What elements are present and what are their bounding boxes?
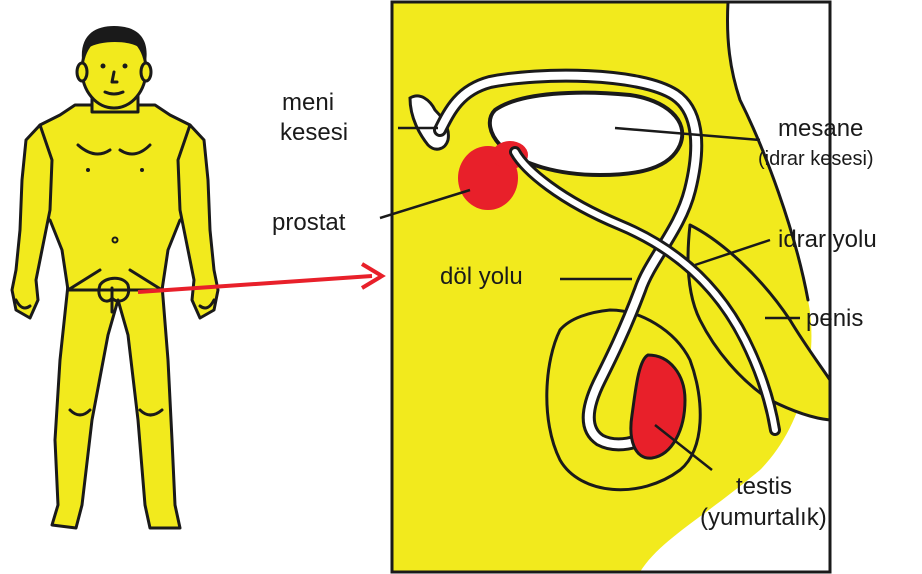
label-testis: testis xyxy=(736,473,792,500)
label-yumurtalik: (yumurtalık) xyxy=(700,504,827,531)
label-idrar-yolu: idrar yolu xyxy=(778,226,877,253)
label-prostat: prostat xyxy=(272,209,346,236)
label-mesane: mesane xyxy=(778,115,863,142)
pointer-arrow xyxy=(138,264,382,292)
label-kesesi: kesesi xyxy=(280,119,348,146)
human-figure xyxy=(12,26,218,528)
label-penis: penis xyxy=(806,305,863,332)
label-idrar-kesesi: (idrar kesesi) xyxy=(758,148,874,170)
label-meni: meni xyxy=(282,89,334,116)
label-dol-yolu: döl yolu xyxy=(440,263,523,290)
